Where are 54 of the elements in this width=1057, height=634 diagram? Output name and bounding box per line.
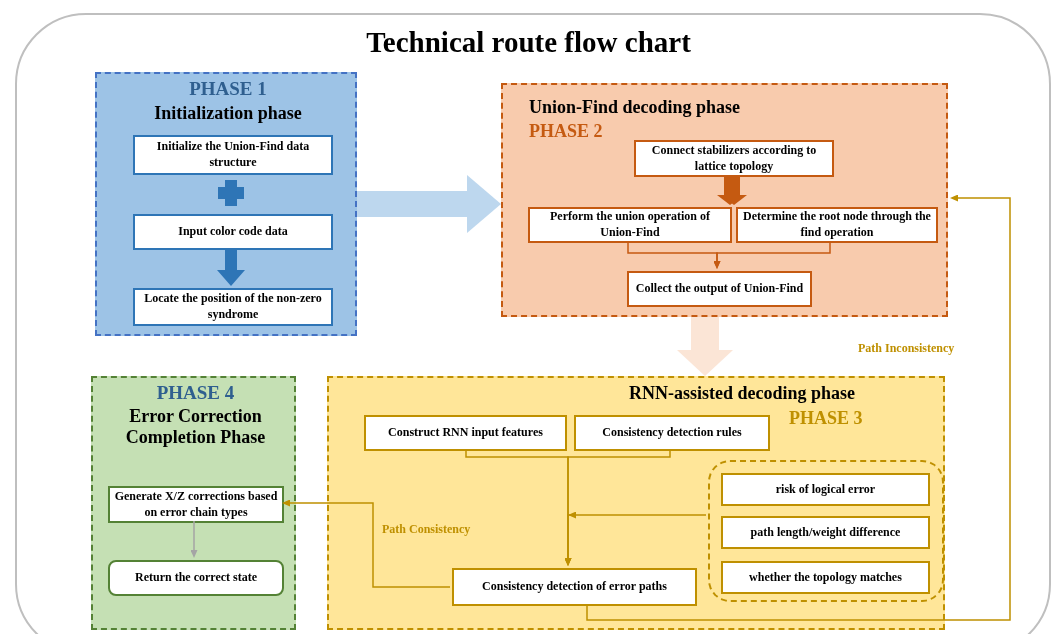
phase-panel xyxy=(327,376,945,630)
process-box xyxy=(721,561,930,594)
block-arrow xyxy=(217,250,245,286)
phase-panel xyxy=(91,376,296,630)
process-box xyxy=(133,214,333,250)
process-box xyxy=(452,568,697,606)
box-text: Locate the position of the non-zero syndrome xyxy=(143,291,323,323)
chart-title: Technical route flow chart xyxy=(365,26,692,59)
box-text: Construct RNN input features xyxy=(388,425,543,441)
connector-arrow xyxy=(713,240,831,269)
phase-title: RNN-assisted decoding phase xyxy=(628,383,856,404)
box-text: risk of logical error xyxy=(775,481,876,498)
connector-arrow xyxy=(190,520,198,558)
box-text: Connect stabilizers according to lattice topology xyxy=(650,142,818,175)
box-text: whether the topology matches xyxy=(749,569,902,586)
block-arrow xyxy=(677,317,733,376)
box-text: Initialize the Union-Find data structure xyxy=(155,139,311,171)
box-text: Collect the output of Union-Find xyxy=(635,281,804,297)
process-box xyxy=(627,271,812,307)
phase-title: Error Correction Completion Phase xyxy=(124,406,267,448)
phase-panel xyxy=(501,83,948,317)
process-box xyxy=(108,486,284,523)
phase-label: PHASE 4 xyxy=(155,382,236,404)
process-box xyxy=(133,135,333,175)
connector-arrow xyxy=(586,194,1011,621)
process-box xyxy=(736,207,938,243)
connector-arrow xyxy=(565,512,707,566)
box-text: Consistency detection rules xyxy=(602,425,742,441)
process-box xyxy=(721,516,930,549)
connector-arrow xyxy=(282,499,451,588)
box-text: path length/weight difference xyxy=(750,524,901,541)
phase-title: Initialization phase xyxy=(153,103,303,124)
phase-label: PHASE 3 xyxy=(789,408,864,429)
box-text: Perform the union operation of Union-Find xyxy=(549,209,711,241)
process-box xyxy=(364,415,567,451)
edge-label: Path Consistency xyxy=(380,522,473,537)
block-arrow xyxy=(357,175,501,233)
box-text: Consistency detection of error paths xyxy=(482,579,667,595)
box-text: Return the correct state xyxy=(134,570,258,586)
phase-panel xyxy=(95,72,357,336)
process-box xyxy=(574,415,770,451)
phase-title: Union-Find decoding phase xyxy=(529,97,742,118)
process-box xyxy=(721,473,930,506)
process-box xyxy=(133,288,333,326)
process-box xyxy=(634,140,834,177)
box-text: Input color code data xyxy=(178,224,288,240)
edge-label: Path Inconsistency xyxy=(856,341,957,356)
process-box xyxy=(528,207,732,243)
terminal-box xyxy=(108,560,284,596)
box-text: Determine the root node through the find operation xyxy=(742,209,932,241)
phase-label: PHASE 1 xyxy=(188,78,268,100)
phase-label: PHASE 2 xyxy=(529,121,604,142)
criteria-group xyxy=(708,460,944,602)
box-text: Generate X/Z corrections based on error chain types xyxy=(114,488,278,521)
